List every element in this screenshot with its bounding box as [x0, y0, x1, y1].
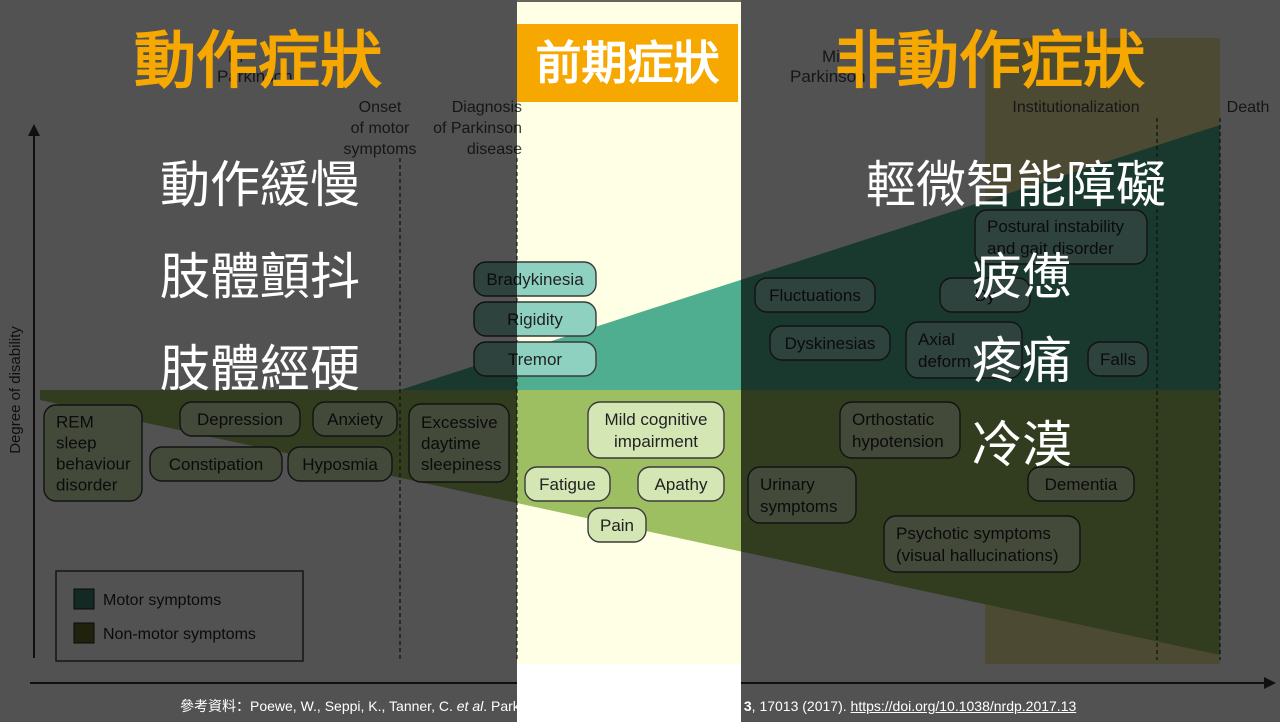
motor-item: 動作緩慢 — [160, 156, 360, 214]
symptom-apathy: Apathy — [637, 466, 725, 502]
nonmotor-item: 輕微智能障礙 — [866, 156, 1166, 214]
symptom-label: Rigidity — [507, 310, 563, 329]
nonmotor-item: 疲憊 — [972, 248, 1072, 306]
nonmotor-item: 冷漠 — [972, 416, 1072, 474]
motor-item: 肢體經硬 — [160, 340, 360, 398]
reference-doi-link[interactable]: https://doi.org/10.1038/nrdp.2017.13 — [850, 698, 1077, 714]
dim-overlay-right — [741, 0, 1280, 722]
title-nonmotor-symptoms: 非動作症狀 — [835, 24, 1146, 97]
symptom-box — [587, 401, 725, 459]
nonmotor-item: 疼痛 — [972, 332, 1072, 390]
reference-journal: Nat Rev Dis Primers — [613, 698, 740, 714]
title-prodromal-symptoms: 前期症狀 — [517, 24, 738, 102]
motor-item: 肢體顫抖 — [160, 248, 360, 306]
symptom-label: impairment — [614, 432, 698, 451]
highlight-footer — [517, 664, 741, 722]
title-motor-symptoms: 動作症狀 — [134, 24, 383, 97]
symptom-mci: Mild cognitive impairment — [587, 401, 725, 459]
highlight-top-edge — [517, 0, 741, 2]
symptom-label: Mild cognitive — [605, 410, 708, 429]
symptom-box — [587, 507, 647, 543]
dim-overlay-left — [0, 0, 517, 722]
symptom-label: Apathy — [655, 475, 708, 494]
symptom-box — [524, 466, 611, 502]
symptom-label: Pain — [600, 516, 634, 535]
reference-prefix: 參考資料： — [180, 698, 250, 714]
reference-title: . Parkinson disease. — [483, 698, 614, 714]
symptom-fatigue: Fatigue — [524, 466, 611, 502]
reference-authors: Poewe, W., Seppi, K., Tanner, C. — [250, 698, 457, 714]
symptom-pain: Pain — [587, 507, 647, 543]
symptom-label: Fatigue — [539, 475, 596, 494]
symptom-box — [637, 466, 725, 502]
reference-rest: , 17013 (2017). — [751, 698, 851, 714]
reference-citation: 參考資料：Poewe, W., Seppi, K., Tanner, C. et… — [180, 696, 1076, 716]
reference-etal: et al — [456, 698, 484, 714]
reference-volume: 3 — [739, 698, 752, 714]
symptom-label: Tremor — [508, 350, 562, 369]
